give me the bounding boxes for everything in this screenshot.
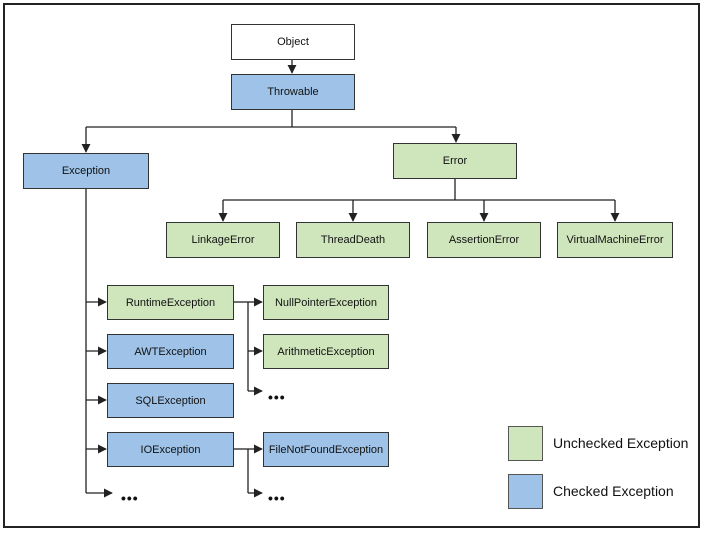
node-null-pointer-exception: NullPointerException [263,285,389,320]
legend-unchecked-label: Unchecked Exception [553,435,689,451]
node-sql-exception: SQLException [107,383,234,418]
node-file-not-found-exception: FileNotFoundException [263,432,389,467]
legend-checked-label: Checked Exception [553,483,674,499]
node-runtime-exception: RuntimeException [107,285,234,320]
node-error: Error [393,143,517,179]
ellipsis-runtime-subclasses: ••• [268,389,286,405]
ellipsis-io-subclasses: ••• [268,490,286,506]
node-exception: Exception [23,153,149,189]
legend-checked-swatch [508,474,543,509]
node-linkage-error: LinkageError [166,222,280,258]
node-thread-death: ThreadDeath [296,222,410,258]
diagram-frame [3,3,700,528]
node-arithmetic-exception: ArithmeticException [263,334,389,369]
node-io-exception: IOException [107,432,234,467]
ellipsis-exception-subclasses: ••• [121,490,139,506]
node-virtual-machine-error: VirtualMachineError [557,222,673,258]
node-assertion-error: AssertionError [427,222,541,258]
node-object: Object [231,24,355,60]
node-awt-exception: AWTException [107,334,234,369]
legend-unchecked-swatch [508,426,543,461]
node-throwable: Throwable [231,74,355,110]
